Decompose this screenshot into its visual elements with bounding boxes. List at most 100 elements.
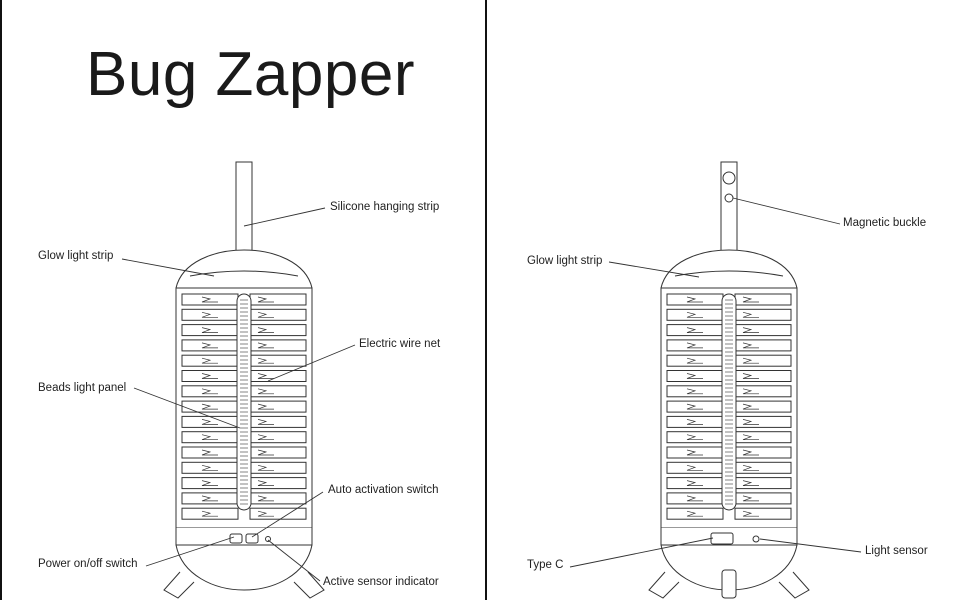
left-leg-left bbox=[163, 571, 195, 599]
label-electric-wire-net: Electric wire net bbox=[359, 338, 441, 350]
right-wire-left bbox=[686, 403, 703, 410]
right-leg-left bbox=[648, 571, 680, 599]
right-wire-left bbox=[686, 342, 703, 349]
left-wire-right bbox=[257, 311, 274, 318]
label-light-sensor: Light sensor bbox=[865, 545, 928, 557]
left-bead-panel bbox=[236, 293, 252, 511]
leader-wire-net bbox=[267, 344, 356, 382]
left-wire-right bbox=[257, 480, 274, 486]
label-type-c: Type C bbox=[527, 559, 564, 571]
right-device bbox=[648, 161, 810, 599]
left-wire-right bbox=[257, 419, 274, 425]
right-type-c-port bbox=[710, 532, 734, 545]
left-wire-left bbox=[201, 403, 218, 410]
left-wire-right bbox=[257, 403, 274, 410]
left-wire-left bbox=[201, 449, 218, 456]
right-wire-left bbox=[686, 464, 703, 471]
leader-glow-left bbox=[121, 258, 215, 277]
left-wire-right bbox=[257, 510, 274, 517]
left-wire-right bbox=[257, 449, 274, 456]
left-hanging-strip bbox=[235, 161, 253, 261]
page-title: Bug Zapper bbox=[86, 40, 415, 109]
right-wire-left bbox=[686, 327, 703, 333]
left-wire-right bbox=[257, 342, 274, 349]
right-slat-left bbox=[666, 507, 724, 520]
right-wire-right bbox=[742, 434, 759, 441]
leader-beads bbox=[133, 387, 241, 429]
right-wire-left bbox=[686, 480, 703, 486]
label-beads-light-panel: Beads light panel bbox=[38, 382, 127, 394]
leader-magnetic bbox=[732, 197, 841, 225]
right-slat-right bbox=[734, 507, 792, 520]
left-wire-right bbox=[257, 327, 274, 333]
right-wire-right bbox=[742, 419, 759, 425]
label-glow-light-strip-right: Glow light strip bbox=[527, 255, 603, 267]
right-wire-right bbox=[742, 403, 759, 410]
right-wire-right bbox=[742, 311, 759, 318]
right-light-sensor bbox=[752, 535, 760, 543]
left-wire-left bbox=[201, 342, 218, 349]
right-wire-right bbox=[742, 373, 759, 379]
right-wire-left bbox=[686, 449, 703, 456]
right-wire-left bbox=[686, 357, 703, 364]
label-silicone-hanging-strip: Silicone hanging strip bbox=[330, 201, 440, 213]
right-wire-left bbox=[686, 296, 703, 303]
left-wire-right bbox=[257, 357, 274, 364]
label-glow-light-strip: Glow light strip bbox=[38, 250, 114, 262]
right-wire-left bbox=[686, 373, 703, 379]
left-power-switch bbox=[229, 533, 243, 544]
left-wire-right bbox=[257, 434, 274, 441]
left-slat-left bbox=[181, 507, 239, 520]
left-wire-left bbox=[201, 296, 218, 303]
left-slat-right bbox=[249, 507, 307, 520]
right-wire-right bbox=[742, 449, 759, 456]
right-buckle-top bbox=[722, 171, 736, 185]
left-wire-right bbox=[257, 388, 274, 395]
left-wire-left bbox=[201, 388, 218, 395]
right-wire-right bbox=[742, 510, 759, 517]
right-wire-right bbox=[742, 480, 759, 486]
right-wire-left bbox=[686, 311, 703, 318]
right-glow-strip bbox=[674, 270, 784, 277]
left-wire-left bbox=[201, 464, 218, 471]
label-power-switch: Power on/off switch bbox=[38, 558, 138, 570]
left-dome bbox=[175, 249, 313, 289]
leader-light-sensor bbox=[759, 538, 862, 553]
right-wire-right bbox=[742, 296, 759, 303]
right-wire-left bbox=[686, 495, 703, 502]
left-wire-left bbox=[201, 480, 218, 486]
leader-sensor bbox=[267, 539, 321, 582]
left-leg-right bbox=[293, 571, 325, 599]
left-wire-left bbox=[201, 311, 218, 318]
left-wire-left bbox=[201, 373, 218, 379]
left-wire-left bbox=[201, 434, 218, 441]
left-auto-switch bbox=[245, 533, 259, 544]
left-wire-left bbox=[201, 419, 218, 425]
left-base bbox=[175, 528, 313, 591]
label-active-sensor-indicator: Active sensor indicator bbox=[323, 576, 439, 588]
right-wire-left bbox=[686, 434, 703, 441]
right-wire-right bbox=[742, 327, 759, 333]
left-wire-right bbox=[257, 373, 274, 379]
leader-auto bbox=[251, 491, 324, 538]
leader-type-c bbox=[569, 537, 714, 568]
right-bead-panel bbox=[721, 293, 737, 511]
leader-power bbox=[145, 536, 235, 567]
left-wire-left bbox=[201, 510, 218, 517]
right-wire-right bbox=[742, 342, 759, 349]
left-wire-right bbox=[257, 464, 274, 471]
right-wire-right bbox=[742, 357, 759, 364]
label-auto-activation-switch: Auto activation switch bbox=[328, 484, 439, 496]
right-wire-right bbox=[742, 388, 759, 395]
leader-glow-right bbox=[608, 261, 700, 278]
leader-silicone bbox=[243, 207, 326, 227]
left-device bbox=[163, 161, 325, 599]
right-wire-right bbox=[742, 464, 759, 471]
right-wire-left bbox=[686, 388, 703, 395]
right-wire-right bbox=[742, 495, 759, 502]
right-wire-left bbox=[686, 510, 703, 517]
left-wire-left bbox=[201, 327, 218, 333]
right-wire-left bbox=[686, 419, 703, 425]
left-wire-left bbox=[201, 495, 218, 502]
